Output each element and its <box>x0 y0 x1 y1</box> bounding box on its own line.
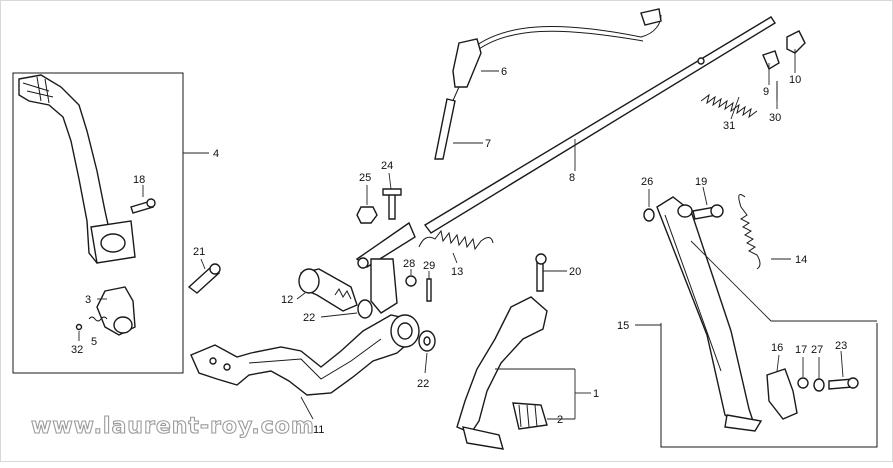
switch-16 <box>766 368 798 420</box>
cable-and-rod <box>355 8 776 269</box>
washer-22a <box>357 299 373 319</box>
callout-28: 28 <box>403 258 415 270</box>
kick-starter-group <box>12 72 209 374</box>
callout-19: 19 <box>695 176 707 188</box>
callout-5: 5 <box>91 336 97 348</box>
switch-6 <box>452 38 482 88</box>
callout-13: 13 <box>451 266 463 278</box>
shift-pedal <box>456 296 548 434</box>
callout-10: 10 <box>789 74 801 86</box>
spring-14 <box>738 194 761 270</box>
callout-8: 8 <box>569 172 575 184</box>
callout-14: 14 <box>795 254 807 266</box>
callout-31: 31 <box>723 120 735 132</box>
joint-10 <box>786 30 806 54</box>
pin-29 <box>426 278 432 302</box>
callout-6: 6 <box>501 66 507 78</box>
callout-29: 29 <box>423 260 435 272</box>
callout-12: 12 <box>281 294 293 306</box>
leader-lines <box>78 49 844 420</box>
callout-30: 30 <box>769 112 781 124</box>
callout-32: 32 <box>71 344 83 356</box>
nut-25 <box>356 206 378 224</box>
callout-16: 16 <box>771 342 783 354</box>
callout-22b: 22 <box>417 378 429 390</box>
washer-28 <box>405 275 417 287</box>
callout-21: 21 <box>193 246 205 258</box>
spring-13 <box>418 229 494 251</box>
shift-rubber <box>512 402 548 430</box>
callout-2: 2 <box>557 414 563 426</box>
washer-27 <box>813 378 825 392</box>
callout-20: 20 <box>569 266 581 278</box>
callout-25: 25 <box>359 172 371 184</box>
callout-11: 11 <box>313 424 324 436</box>
watermark: www.laurent-roy.com <box>31 414 315 439</box>
shift-pedal-group <box>456 253 548 450</box>
side-stand-group <box>635 194 878 448</box>
spring-5 <box>88 316 108 322</box>
washer-26 <box>643 208 655 222</box>
brake-pedal <box>190 314 414 396</box>
brake-pedal-group <box>190 258 436 396</box>
callout-1: 1 <box>593 388 599 400</box>
callout-17: 17 <box>795 344 807 356</box>
callout-3: 3 <box>85 294 91 306</box>
callout-labels: 1 2 3 4 5 6 7 8 9 10 11 12 13 14 15 16 1… <box>71 66 847 436</box>
callout-22a: 22 <box>303 312 315 324</box>
spring-31 <box>700 93 758 119</box>
collar-17 <box>797 377 809 389</box>
callout-18: 18 <box>133 174 145 186</box>
cable-6 <box>466 14 662 54</box>
upper-right-springs <box>700 30 806 119</box>
rod-7 <box>434 98 456 160</box>
rod-8 <box>423 16 776 234</box>
callout-23: 23 <box>835 340 847 352</box>
clip-9 <box>762 50 780 71</box>
callout-27: 27 <box>811 344 823 356</box>
side-stand <box>656 196 754 426</box>
callout-26: 26 <box>641 176 653 188</box>
callout-15: 15 <box>617 320 629 332</box>
callout-7: 7 <box>485 138 491 150</box>
callout-9: 9 <box>763 86 769 98</box>
callout-24: 24 <box>381 160 393 172</box>
callout-4: 4 <box>213 148 219 160</box>
